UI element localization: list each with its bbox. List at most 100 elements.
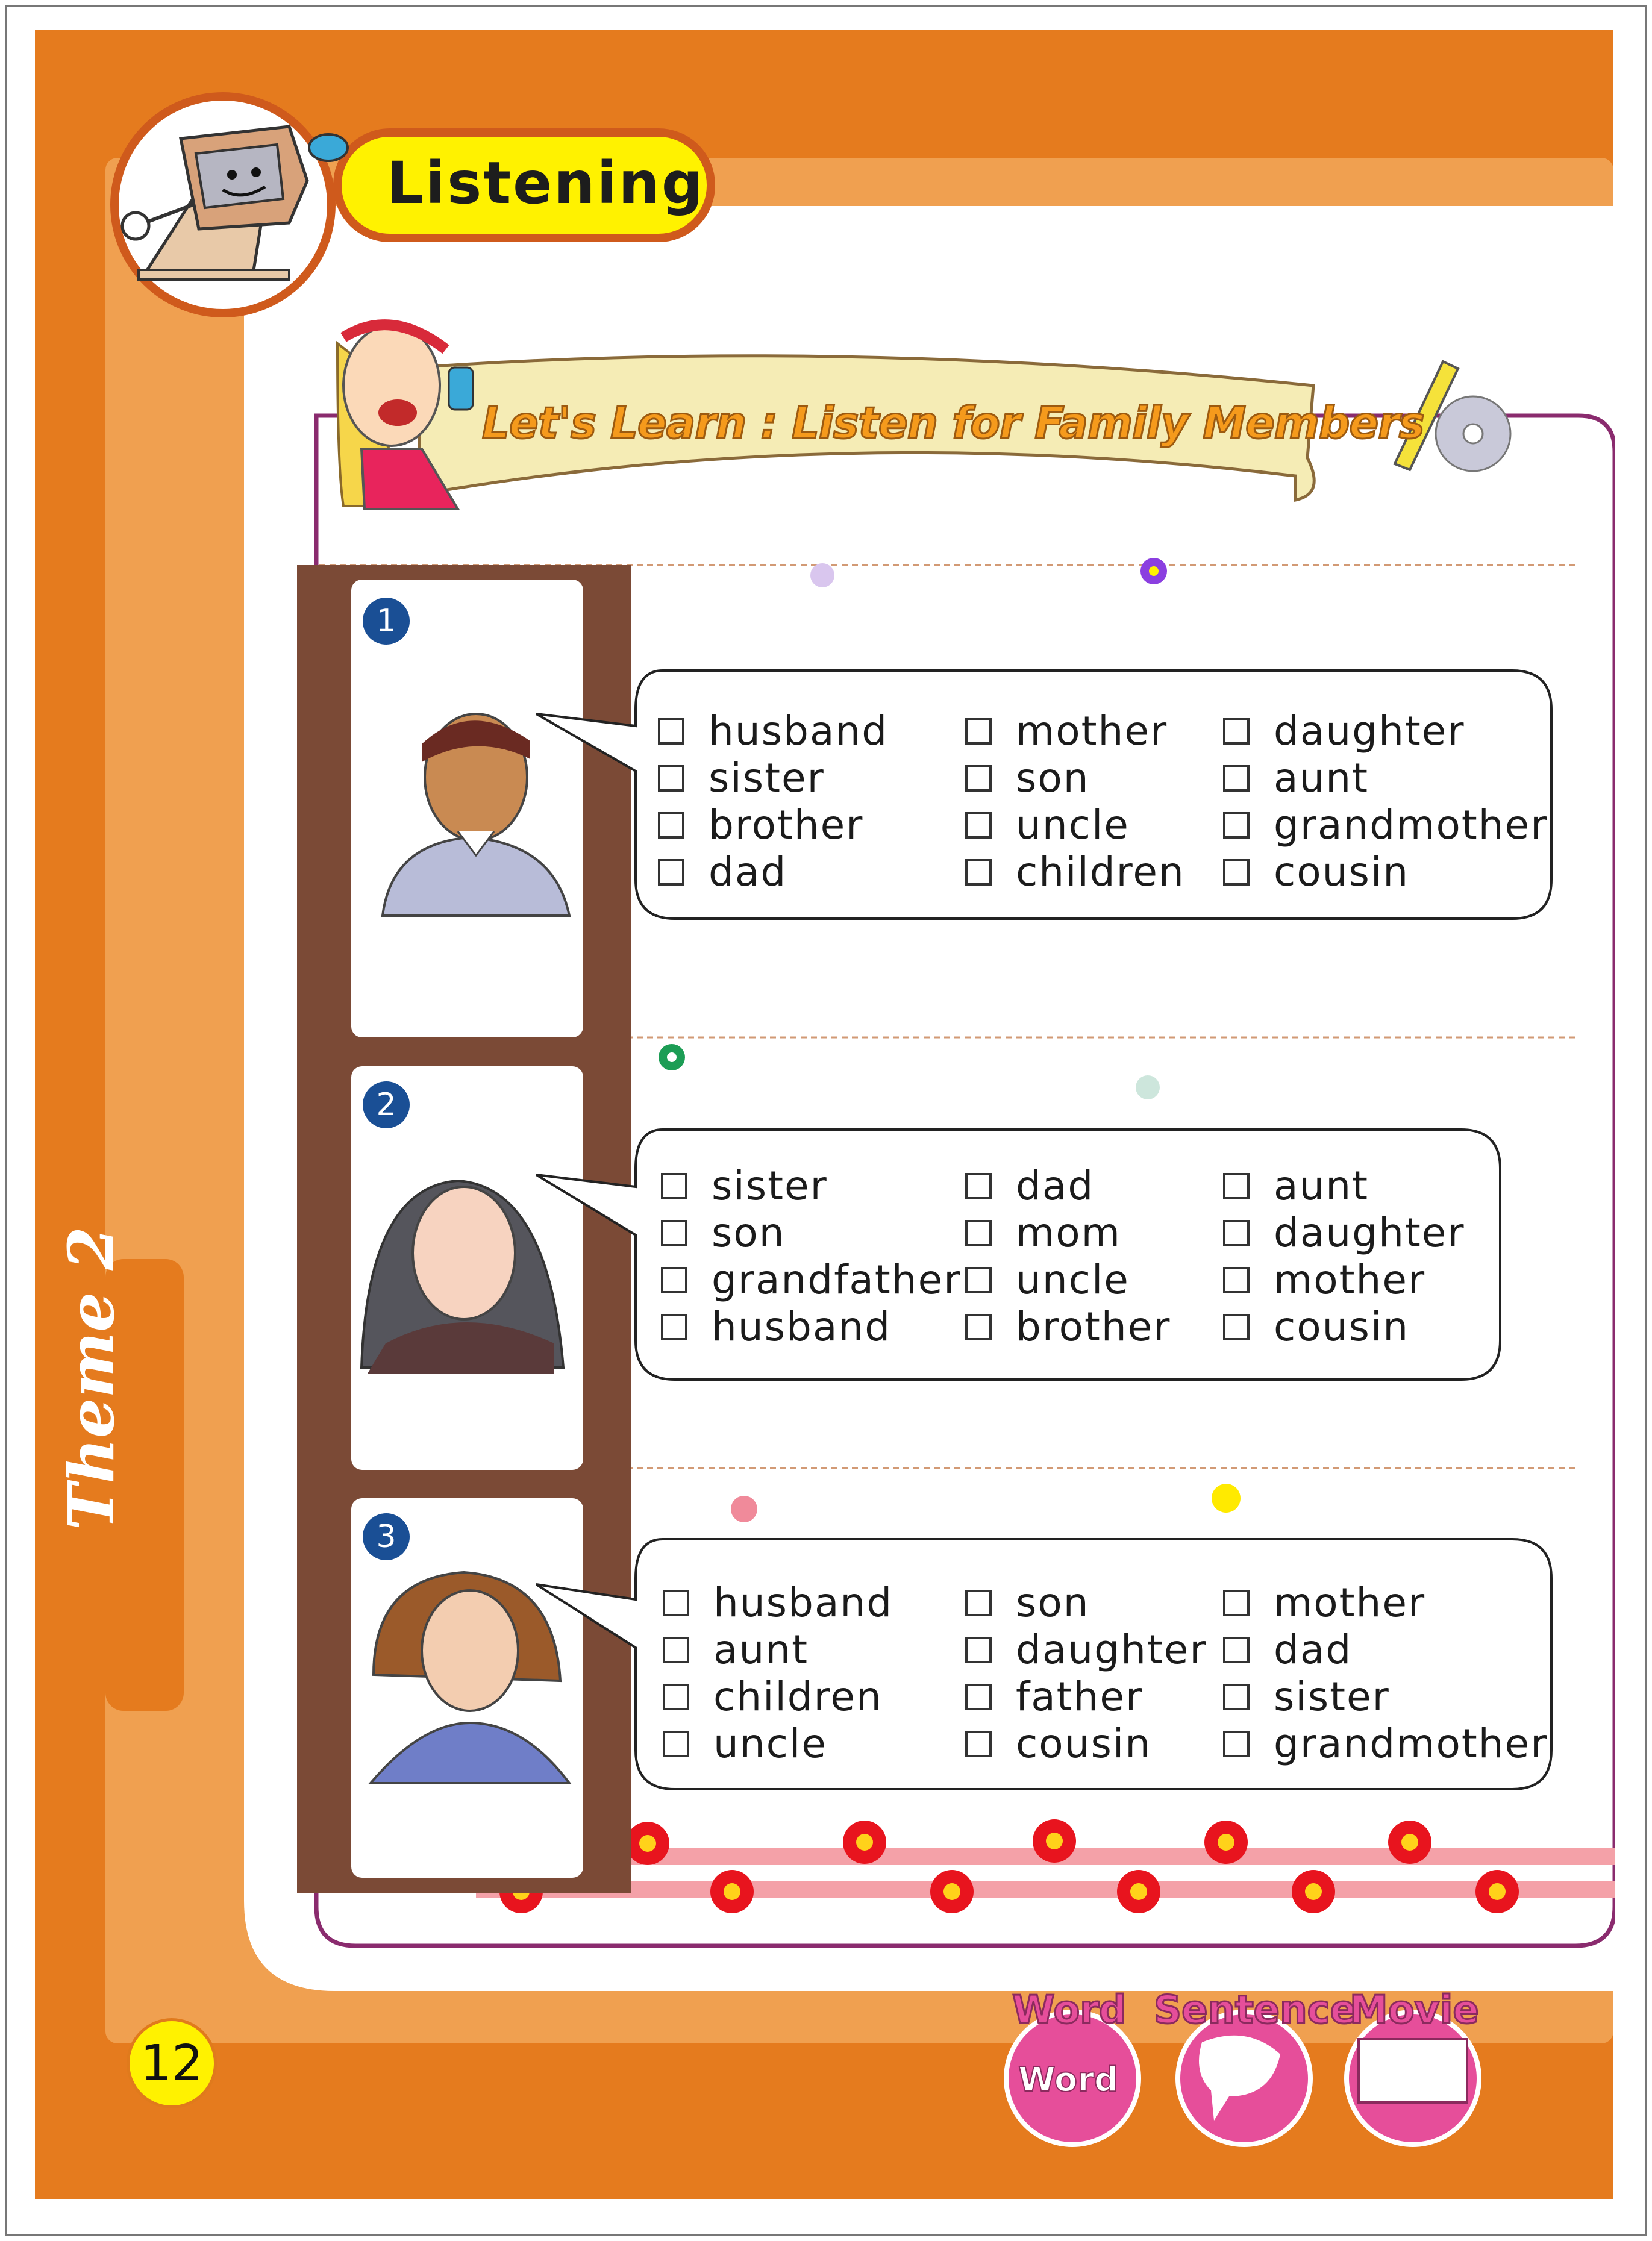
checkbox[interactable] xyxy=(1223,1636,1250,1663)
checkbox[interactable] xyxy=(965,1219,992,1246)
option-checkbox[interactable]: sister xyxy=(661,1163,828,1209)
option-checkbox[interactable]: son xyxy=(965,755,1090,801)
checkbox[interactable] xyxy=(1223,1683,1250,1710)
word-button[interactable]: Word xyxy=(1012,1987,1128,2034)
checkbox[interactable] xyxy=(658,858,684,886)
option-checkbox[interactable]: dad xyxy=(1223,1627,1352,1673)
checkbox[interactable] xyxy=(663,1589,689,1616)
checkbox[interactable] xyxy=(965,1730,992,1757)
checkbox[interactable] xyxy=(1223,764,1250,792)
checkbox[interactable] xyxy=(663,1683,689,1710)
option-checkbox[interactable]: husband xyxy=(658,708,888,754)
option-checkbox[interactable]: dad xyxy=(658,849,787,895)
checkbox[interactable] xyxy=(1223,1172,1250,1199)
option-label: daughter xyxy=(1274,1210,1465,1256)
option-checkbox[interactable]: uncle xyxy=(663,1721,827,1767)
theme-tab xyxy=(105,1259,184,1711)
checkbox[interactable] xyxy=(965,717,992,745)
option-checkbox[interactable]: son xyxy=(661,1210,786,1256)
option-checkbox[interactable]: sister xyxy=(1223,1674,1390,1720)
option-label: children xyxy=(1016,849,1185,895)
checkbox[interactable] xyxy=(965,1172,992,1199)
option-label: uncle xyxy=(1016,802,1130,848)
option-label: father xyxy=(1016,1674,1144,1720)
option-checkbox[interactable]: aunt xyxy=(1223,755,1369,801)
checkbox[interactable] xyxy=(965,811,992,839)
checkbox[interactable] xyxy=(1223,717,1250,745)
option-checkbox[interactable]: uncle xyxy=(965,1257,1130,1303)
option-label: son xyxy=(712,1210,786,1256)
listening-badge xyxy=(110,92,715,317)
checkbox[interactable] xyxy=(1223,1219,1250,1246)
option-checkbox[interactable]: mother xyxy=(1223,1257,1425,1303)
option-checkbox[interactable]: father xyxy=(965,1674,1143,1720)
option-checkbox[interactable]: aunt xyxy=(663,1627,809,1673)
decor-flowers xyxy=(659,558,1241,1522)
option-checkbox[interactable]: grandfather xyxy=(661,1257,961,1303)
option-label: dad xyxy=(1274,1627,1353,1673)
checkbox[interactable] xyxy=(663,1636,689,1663)
option-checkbox[interactable]: son xyxy=(965,1580,1090,1626)
option-label: husband xyxy=(713,1580,893,1626)
sentence-button[interactable]: Sentence xyxy=(1153,1987,1357,2034)
checkbox[interactable] xyxy=(661,1219,687,1246)
checkbox[interactable] xyxy=(965,858,992,886)
checkbox[interactable] xyxy=(661,1172,687,1199)
checkbox[interactable] xyxy=(658,811,684,839)
option-checkbox[interactable]: uncle xyxy=(965,802,1130,848)
banner-title: Let's Learn : Listen for Family Members xyxy=(481,397,1426,449)
checkbox[interactable] xyxy=(1223,811,1250,839)
option-checkbox[interactable]: husband xyxy=(663,1580,893,1626)
option-checkbox[interactable]: cousin xyxy=(965,1721,1151,1767)
option-checkbox[interactable]: grandmother xyxy=(1223,1721,1548,1767)
option-label: mother xyxy=(1274,1257,1426,1303)
movie-button[interactable]: Movie xyxy=(1349,1987,1480,2034)
checkbox[interactable] xyxy=(663,1730,689,1757)
speech-bubbles xyxy=(535,669,1553,1790)
option-checkbox[interactable]: husband xyxy=(661,1304,891,1350)
option-checkbox[interactable]: mother xyxy=(1223,1580,1425,1626)
checkbox[interactable] xyxy=(1223,1266,1250,1293)
option-label: grandmother xyxy=(1274,802,1548,848)
option-label: dad xyxy=(709,849,787,895)
option-checkbox[interactable]: daughter xyxy=(1223,1210,1465,1256)
checkbox[interactable] xyxy=(965,1313,992,1340)
girl-illustration xyxy=(336,319,474,510)
option-checkbox[interactable]: dad xyxy=(965,1163,1094,1209)
checkbox[interactable] xyxy=(1223,1589,1250,1616)
option-checkbox[interactable]: children xyxy=(965,849,1185,895)
checkbox[interactable] xyxy=(1223,1730,1250,1757)
checkbox[interactable] xyxy=(1223,858,1250,886)
option-checkbox[interactable]: daughter xyxy=(965,1627,1207,1673)
option-checkbox[interactable]: children xyxy=(663,1674,883,1720)
checkbox[interactable] xyxy=(965,1589,992,1616)
checkbox[interactable] xyxy=(661,1313,687,1340)
option-label: sister xyxy=(1274,1674,1390,1720)
word-icon[interactable]: Word xyxy=(1018,2060,1119,2100)
checkbox[interactable] xyxy=(965,1266,992,1293)
option-checkbox[interactable]: daughter xyxy=(1223,708,1465,754)
option-checkbox[interactable]: cousin xyxy=(1223,849,1409,895)
option-checkbox[interactable]: brother xyxy=(658,802,863,848)
option-checkbox[interactable]: sister xyxy=(658,755,825,801)
option-checkbox[interactable]: brother xyxy=(965,1304,1171,1350)
option-label: aunt xyxy=(1274,1163,1369,1209)
option-checkbox[interactable]: aunt xyxy=(1223,1163,1369,1209)
checkbox[interactable] xyxy=(965,1683,992,1710)
option-checkbox[interactable]: mother xyxy=(965,708,1168,754)
option-checkbox[interactable]: cousin xyxy=(1223,1304,1409,1350)
checkbox[interactable] xyxy=(658,717,684,745)
checkbox[interactable] xyxy=(965,764,992,792)
option-label: grandfather xyxy=(712,1257,962,1303)
option-label: sister xyxy=(712,1163,828,1209)
checkbox[interactable] xyxy=(661,1266,687,1293)
checkbox[interactable] xyxy=(965,1636,992,1663)
option-checkbox[interactable]: mom xyxy=(965,1210,1121,1256)
option-checkbox[interactable]: grandmother xyxy=(1223,802,1548,848)
checkbox[interactable] xyxy=(1223,1313,1250,1340)
option-label: cousin xyxy=(1016,1721,1152,1767)
option-label: mother xyxy=(1016,708,1168,754)
content-card xyxy=(314,413,1617,1948)
cd-pen-icon xyxy=(1393,360,1512,472)
checkbox[interactable] xyxy=(658,764,684,792)
